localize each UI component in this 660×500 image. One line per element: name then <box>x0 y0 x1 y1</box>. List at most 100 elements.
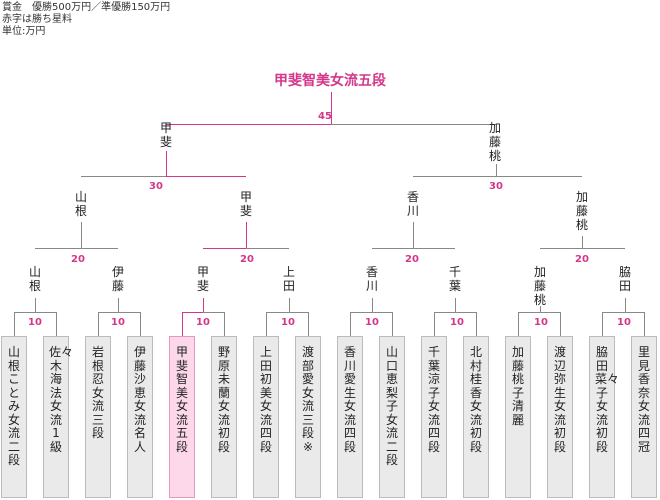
player-box: 里見香奈女流四冠 <box>631 336 657 498</box>
r1-m8-line <box>602 312 644 313</box>
player-name: 佐々木海法女流1級 <box>49 345 74 454</box>
player-name: 渡部愛女流三段※ <box>301 345 314 454</box>
final-prize: 45 <box>318 111 332 122</box>
final-winner-line <box>166 124 331 125</box>
qf1-line <box>35 248 118 249</box>
semi2-line <box>413 176 582 177</box>
semi1-winner-line <box>166 176 246 177</box>
r1-m7-drop-b <box>560 312 561 336</box>
r1-m4-drop-b <box>308 312 309 336</box>
r1-m1-drop-b <box>56 312 57 336</box>
semi1-right-name: 甲斐 <box>239 190 252 218</box>
player-box: 山口恵梨子女流二段 <box>379 336 405 498</box>
r1-m5-drop-a <box>350 312 351 336</box>
r1-m3-line <box>203 312 224 313</box>
player-box: 北村桂香女流初段 <box>463 336 489 498</box>
player-box: 山根ことみ女流二段 <box>1 336 27 498</box>
qf4-stem <box>582 236 583 248</box>
note-red: 赤字は勝ち星料 <box>2 14 72 25</box>
r1-m8-stem <box>625 298 626 312</box>
player-name: 山根ことみ女流二段 <box>7 345 20 467</box>
player-name: 渡辺弥生女流初段 <box>553 345 566 454</box>
r1-m8-prize: 10 <box>617 317 631 328</box>
player-box: 佐々木海法女流1級 <box>43 336 74 498</box>
champion-name: 甲斐智美女流五段 <box>274 73 386 89</box>
semi2-stem <box>496 164 497 176</box>
qf3-right-name: 千葉 <box>448 265 461 293</box>
player-name: 伊藤沙恵女流名人 <box>133 345 146 454</box>
r1-m4-line <box>266 312 308 313</box>
semi2-left-name: 香川 <box>406 190 419 218</box>
r1-m1-line <box>14 312 56 313</box>
r1-m2-line <box>98 312 140 313</box>
champion-player-box: 甲斐智美女流五段 <box>169 336 195 498</box>
player-name: 千葉涼子女流四段 <box>427 345 440 454</box>
player-box: 渡部愛女流三段※ <box>295 336 321 498</box>
qf2-winner-line <box>203 248 246 249</box>
final-line <box>331 124 496 125</box>
final-left-name: 甲斐 <box>159 121 172 149</box>
prize-notes: 賞金 優勝500万円／準優勝150万円 赤字は勝ち星料 単位:万円 <box>2 2 170 38</box>
r1-m5-line <box>350 312 392 313</box>
semi1-stem <box>166 151 167 176</box>
player-box: 上田初美女流四段 <box>253 336 279 498</box>
qf3-prize: 20 <box>405 254 419 265</box>
r1-m2-prize: 10 <box>111 317 125 328</box>
qf2-prize: 20 <box>240 254 254 265</box>
qf3-left-name: 香川 <box>365 265 378 293</box>
qf4-prize: 20 <box>575 254 589 265</box>
qf1-prize: 20 <box>71 254 85 265</box>
r1-m7-stem <box>540 306 541 312</box>
r1-m6-drop-a <box>434 312 435 336</box>
note-unit: 単位:万円 <box>2 26 46 37</box>
player-name: 上田初美女流四段 <box>259 345 272 454</box>
r1-m6-stem <box>455 298 456 312</box>
qf1-left-name: 山根 <box>28 265 41 293</box>
qf4-left-name: 加藤桃 <box>533 265 546 307</box>
player-box: 香川愛生女流四段 <box>337 336 363 498</box>
r1-m6-line <box>434 312 476 313</box>
r1-m6-prize: 10 <box>450 317 464 328</box>
r1-m3-stem <box>203 298 204 312</box>
qf1-right-name: 伊藤 <box>111 265 124 293</box>
r1-m2-stem <box>118 298 119 312</box>
semi1-left-name: 山根 <box>74 190 87 218</box>
player-name: 里見香奈女流四冠 <box>637 345 650 454</box>
player-box: 加藤桃子清麗 <box>505 336 531 498</box>
player-box: 脇田菜々子女流初段 <box>589 336 620 498</box>
semi2-right-name: 加藤桃 <box>575 190 588 232</box>
r1-m1-prize: 10 <box>28 317 42 328</box>
r1-m7-drop-a <box>518 312 519 336</box>
r1-m6-drop-b <box>476 312 477 336</box>
r1-m4-drop-a <box>266 312 267 336</box>
r1-m3-prize: 10 <box>196 317 210 328</box>
qf2-left-name: 甲斐 <box>196 265 209 293</box>
qf2-stem <box>246 222 247 248</box>
final-stem <box>331 92 332 124</box>
semi1-prize: 30 <box>149 181 163 192</box>
player-name: 岩根忍女流三段 <box>91 345 104 440</box>
r1-m3-drop-a <box>182 312 183 336</box>
qf2-right-name: 上田 <box>282 265 295 293</box>
player-box: 野原未蘭女流初段 <box>211 336 237 498</box>
r1-m8-drop-b <box>644 312 645 336</box>
player-box: 岩根忍女流三段 <box>85 336 111 498</box>
r1-m3-drop-b <box>224 312 225 336</box>
r1-m4-stem <box>289 298 290 312</box>
player-box: 千葉涼子女流四段 <box>421 336 447 498</box>
r1-m3-winner-line <box>182 312 203 313</box>
player-name: 山口恵梨子女流二段 <box>385 345 398 467</box>
player-name: 野原未蘭女流初段 <box>217 345 230 454</box>
r1-m7-prize: 10 <box>534 317 548 328</box>
player-name: 北村桂香女流初段 <box>469 345 482 454</box>
player-name: 加藤桃子清麗 <box>511 345 524 427</box>
r1-m4-prize: 10 <box>281 317 295 328</box>
player-name: 脇田菜々子女流初段 <box>595 345 620 454</box>
player-box: 伊藤沙恵女流名人 <box>127 336 153 498</box>
qf1-stem <box>81 222 82 248</box>
r1-m2-drop-a <box>98 312 99 336</box>
r1-m5-stem <box>372 298 373 312</box>
qf2-line <box>246 248 289 249</box>
player-box: 渡辺弥生女流初段 <box>547 336 573 498</box>
r1-m8-drop-a <box>602 312 603 336</box>
